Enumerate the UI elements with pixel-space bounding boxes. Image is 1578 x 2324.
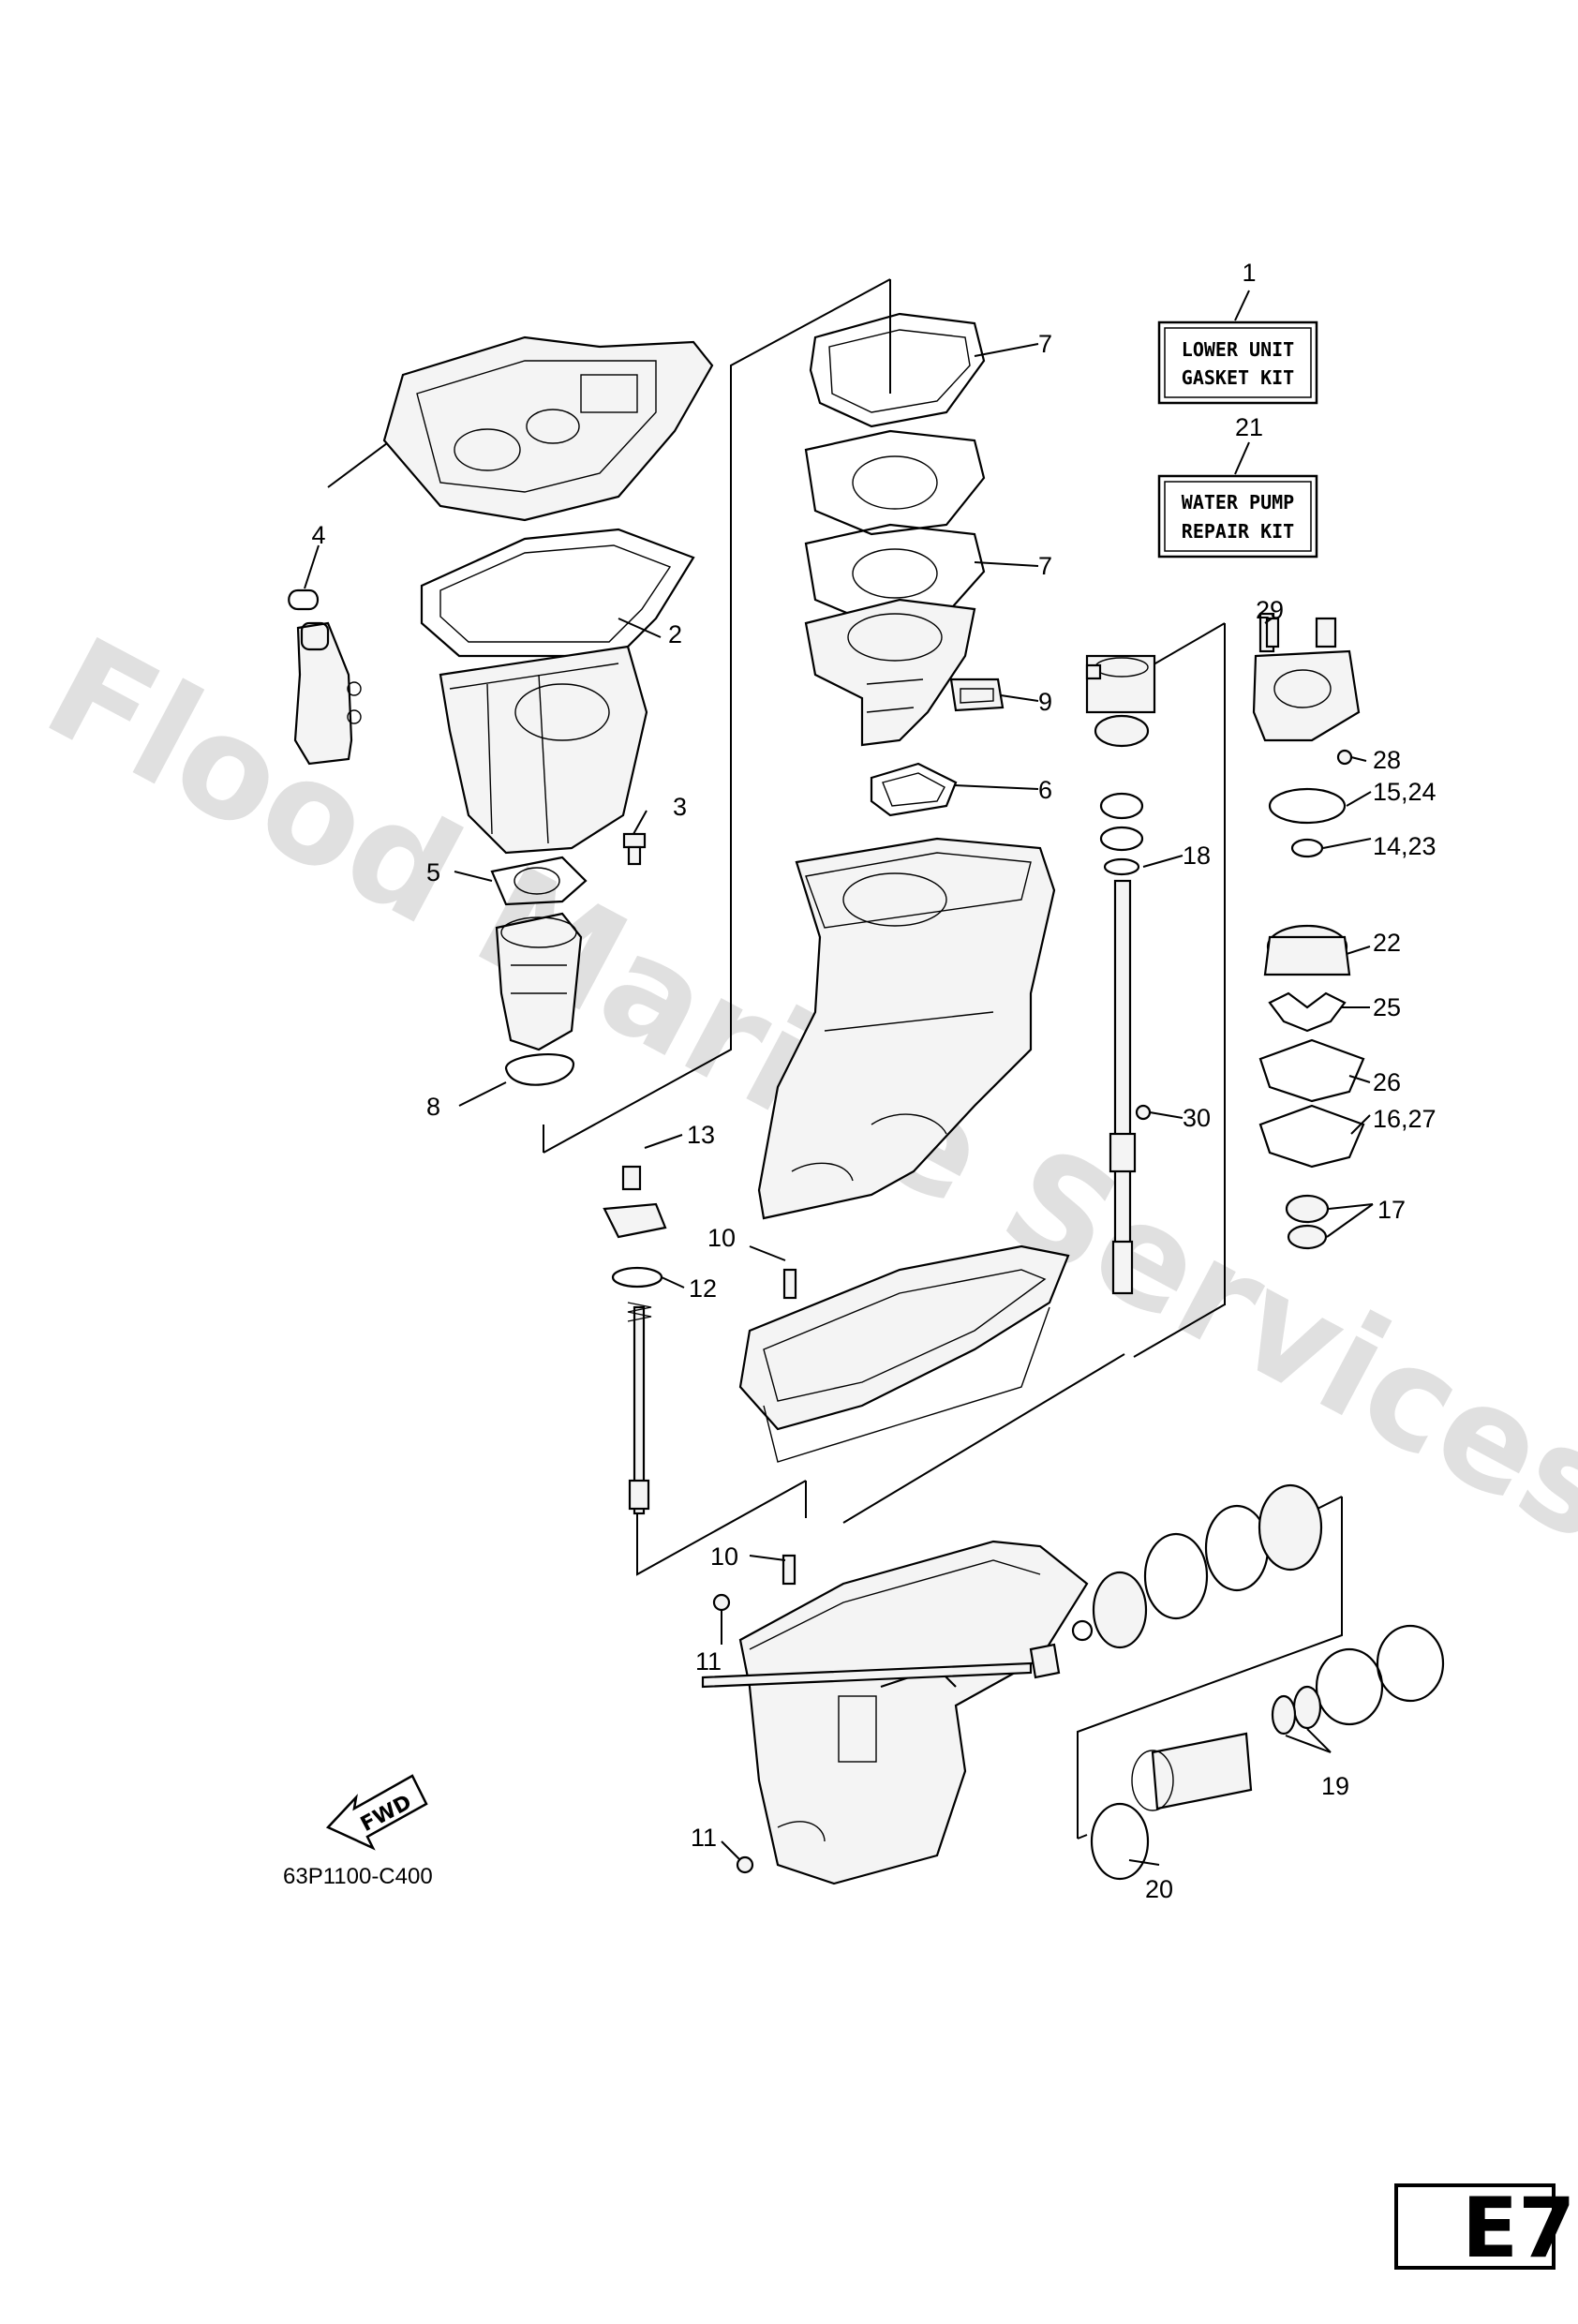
- gasket-2: [420, 528, 695, 658]
- exhaust-pipe-4: [288, 588, 362, 766]
- callout-20: 20: [1145, 1875, 1173, 1903]
- callout-19: 19: [1321, 1772, 1349, 1800]
- seal-6: [870, 762, 958, 817]
- callout-9: 9: [1038, 688, 1052, 716]
- callout-16-27: 16,27: [1373, 1105, 1437, 1133]
- callout-10-lower: 10: [710, 1542, 738, 1571]
- callout-11-lower: 11: [691, 1824, 717, 1852]
- callout-26: 26: [1373, 1068, 1401, 1096]
- callout-7-lower: 7: [1038, 552, 1052, 580]
- callout-15-24: 15,24: [1373, 778, 1437, 806]
- lower-casing: [757, 837, 1056, 1220]
- lower-case-upper-section: [804, 598, 976, 747]
- page-code: E7: [1462, 2180, 1575, 2276]
- shift-rod-holder-13: [603, 1165, 667, 1289]
- small-hardware: [712, 617, 1353, 1874]
- gear-bearing-stack: [1071, 1483, 1445, 1881]
- seal-9: [949, 678, 1005, 712]
- callout-18: 18: [1183, 842, 1211, 870]
- page-code-box: E7: [1394, 2180, 1575, 2276]
- forward-arrow-icon: FWD: [325, 1774, 428, 1851]
- water-pump-kit-line2: REPAIR KIT: [1182, 520, 1294, 543]
- callout-29: 29: [1256, 596, 1284, 624]
- water-pump-housing: [1252, 612, 1365, 1250]
- callout-22: 22: [1373, 929, 1401, 957]
- lower-unit-kit-line1: LOWER UNIT: [1182, 338, 1294, 361]
- callout-3: 3: [673, 793, 687, 821]
- gasket-7-lower: [804, 523, 986, 625]
- callout-2: 2: [668, 620, 682, 648]
- callout-numbers: 1 2 3 4 5 6 7 7 8 9 10 10 11 11 12 13 14…: [311, 259, 1436, 1903]
- callout-8: 8: [426, 1093, 440, 1121]
- water-pump-kit-line1: WATER PUMP: [1182, 491, 1294, 514]
- callout-21: 21: [1235, 413, 1263, 441]
- bolt-3: [622, 832, 647, 866]
- gasket-7-upper: [809, 312, 986, 428]
- callout-4: 4: [311, 521, 325, 549]
- callout-6: 6: [1038, 776, 1052, 804]
- callout-5: 5: [426, 858, 440, 886]
- callout-12: 12: [689, 1274, 717, 1303]
- extension-housing: [495, 912, 583, 1086]
- callout-13: 13: [687, 1121, 715, 1149]
- callout-28: 28: [1373, 746, 1401, 774]
- propeller-shaft: [701, 1643, 1061, 1689]
- diagram-code: 63P1100-C400: [283, 1864, 433, 1889]
- gasket-7-mid: [804, 429, 986, 536]
- bearing-housing: [1085, 654, 1156, 876]
- shift-rod: [627, 1302, 652, 1515]
- callout-10-upper: 10: [707, 1224, 736, 1252]
- gearcase: [738, 1540, 1089, 1885]
- exhaust-guide-plate: [382, 335, 714, 522]
- callout-1: 1: [1242, 259, 1256, 287]
- water-pump-repair-kit-box: WATER PUMP REPAIR KIT: [1157, 474, 1318, 559]
- callout-7-upper: 7: [1038, 330, 1052, 358]
- callout-leaders: [304, 290, 1374, 1866]
- callout-14-23: 14,23: [1373, 832, 1437, 860]
- callout-25: 25: [1373, 993, 1401, 1021]
- callout-17: 17: [1377, 1196, 1406, 1224]
- upper-casing-section: [439, 645, 648, 855]
- gasket-5: [490, 856, 588, 906]
- lower-unit-kit-line2: GASKET KIT: [1182, 366, 1294, 389]
- lower-unit-gasket-kit-box: LOWER UNIT GASKET KIT: [1157, 320, 1318, 405]
- lower-case-cover-plate: [738, 1244, 1070, 1463]
- drive-shaft: [1109, 879, 1137, 1295]
- callout-30: 30: [1183, 1104, 1211, 1132]
- callout-11-upper: 11: [695, 1647, 722, 1676]
